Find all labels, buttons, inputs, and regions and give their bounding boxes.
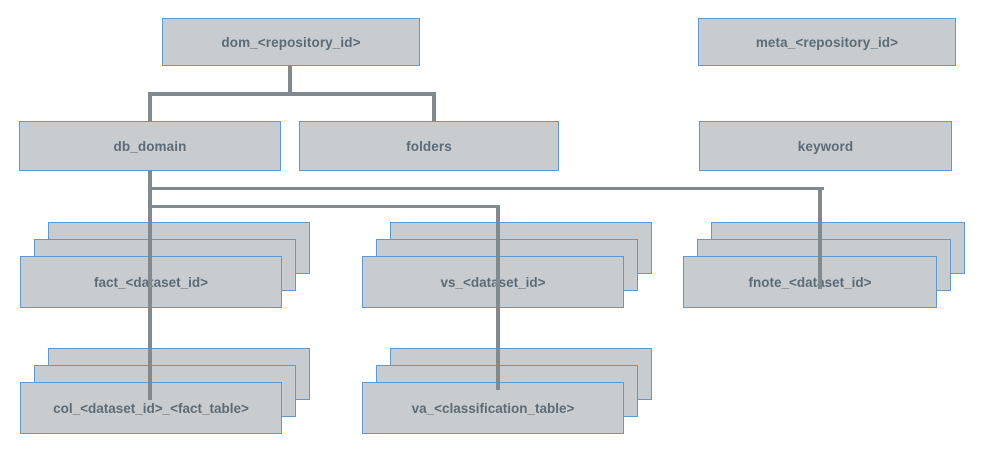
connector-dbdomain-bar-fnote bbox=[148, 187, 824, 190]
connector-dbdomain-bar-vs bbox=[148, 205, 500, 208]
node-stack-va-classification-table[interactable]: va_<classification_table> bbox=[362, 348, 662, 438]
node-label: db_domain bbox=[113, 138, 187, 154]
connector-dom-to-folders bbox=[432, 92, 436, 123]
node-stack-vs-dataset-id[interactable]: vs_<dataset_id> bbox=[362, 222, 662, 312]
node-folders[interactable]: folders bbox=[299, 121, 559, 171]
node-label: meta_<repository_id> bbox=[755, 34, 899, 50]
connector-dom-stem bbox=[288, 66, 292, 94]
node-db-domain[interactable]: db_domain bbox=[19, 121, 281, 171]
node-label: dom_<repository_id> bbox=[221, 34, 361, 50]
connector-bar-to-fnote-drop bbox=[818, 187, 822, 289]
node-stack-fnote-dataset-id[interactable]: fnote_<dataset_id> bbox=[683, 222, 975, 312]
node-dom-repository-id[interactable]: dom_<repository_id> bbox=[162, 18, 420, 66]
connector-dom-to-dbdomain bbox=[148, 92, 152, 123]
node-label: va_<classification_table> bbox=[411, 400, 575, 416]
node-label: fnote_<dataset_id> bbox=[748, 274, 872, 290]
stack-layer-front[interactable]: va_<classification_table> bbox=[362, 382, 624, 434]
node-label: vs_<dataset_id> bbox=[440, 274, 546, 290]
connector-dbdomain-trunk bbox=[148, 170, 152, 315]
connector-bar-to-vs-drop bbox=[496, 205, 500, 390]
connector-fact-to-col bbox=[148, 300, 152, 400]
node-keyword[interactable]: keyword bbox=[699, 121, 952, 171]
node-meta-repository-id[interactable]: meta_<repository_id> bbox=[698, 18, 956, 66]
connector-dom-bar bbox=[148, 92, 436, 96]
node-stack-col-dataset-id-fact-table[interactable]: col_<dataset_id>_<fact_table> bbox=[20, 348, 320, 438]
node-stack-fact-dataset-id[interactable]: fact_<dataset_id> bbox=[20, 222, 320, 312]
node-label: folders bbox=[406, 138, 452, 154]
stack-layer-front[interactable]: fnote_<dataset_id> bbox=[683, 256, 937, 308]
node-label: col_<dataset_id>_<fact_table> bbox=[53, 400, 249, 416]
node-label: keyword bbox=[797, 138, 854, 154]
stack-layer-front[interactable]: col_<dataset_id>_<fact_table> bbox=[20, 382, 282, 434]
stack-layer-front[interactable]: vs_<dataset_id> bbox=[362, 256, 624, 308]
